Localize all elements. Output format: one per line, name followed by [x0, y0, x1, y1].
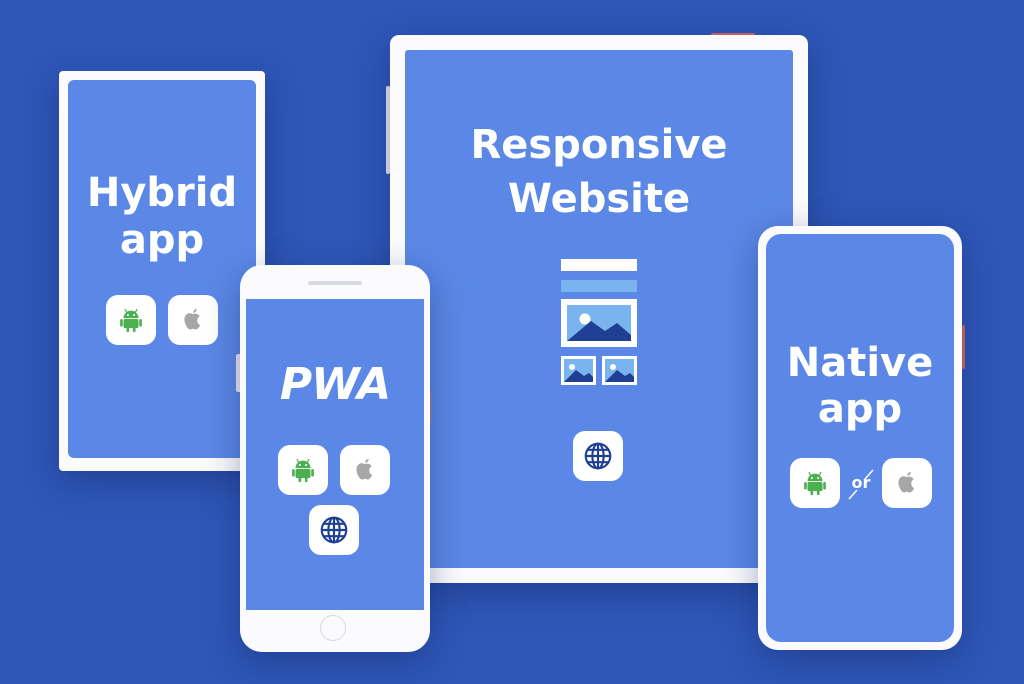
hybrid-app-title: Hybrid app [68, 170, 256, 264]
tablet-side-button [386, 86, 390, 174]
responsive-website-device: Responsive Website [390, 35, 808, 583]
responsive-website-title: Responsive Website [405, 118, 793, 226]
android-icon [790, 458, 840, 508]
native-title-line1: Native [786, 340, 934, 386]
pwa-logo: PWA [279, 359, 391, 410]
pwa-screen: PWA [246, 299, 424, 610]
apple-icon [882, 458, 932, 508]
or-label: or [851, 473, 871, 492]
responsive-title-line1: Responsive [470, 122, 728, 168]
pwa-home-button[interactable] [320, 615, 346, 641]
android-icon [278, 445, 328, 495]
responsive-title-line2: Website [507, 176, 691, 222]
native-title-line2: app [817, 386, 903, 432]
tablet-top-accent [711, 33, 755, 36]
pwa-phone-side-button [236, 354, 241, 392]
pwa-speaker [308, 281, 362, 285]
responsive-website-screen: Responsive Website [405, 50, 793, 568]
native-app-title: Native app [766, 340, 954, 432]
hybrid-title-line2: app [119, 217, 205, 263]
apple-icon [340, 445, 390, 495]
pwa-device: PWA [240, 265, 430, 652]
hybrid-title-line1: Hybrid [86, 170, 238, 216]
android-icon [106, 295, 156, 345]
or-divider-slash [848, 469, 874, 500]
website-layout-icon [561, 259, 637, 385]
native-phone-side-accent [962, 325, 965, 369]
native-app-device: Native app or [758, 226, 962, 650]
globe-icon [573, 431, 623, 481]
globe-icon [309, 505, 359, 555]
apple-icon [168, 295, 218, 345]
hybrid-app-device: Hybrid app [59, 71, 265, 471]
hybrid-app-screen: Hybrid app [68, 80, 256, 458]
native-app-screen: Native app or [766, 234, 954, 642]
